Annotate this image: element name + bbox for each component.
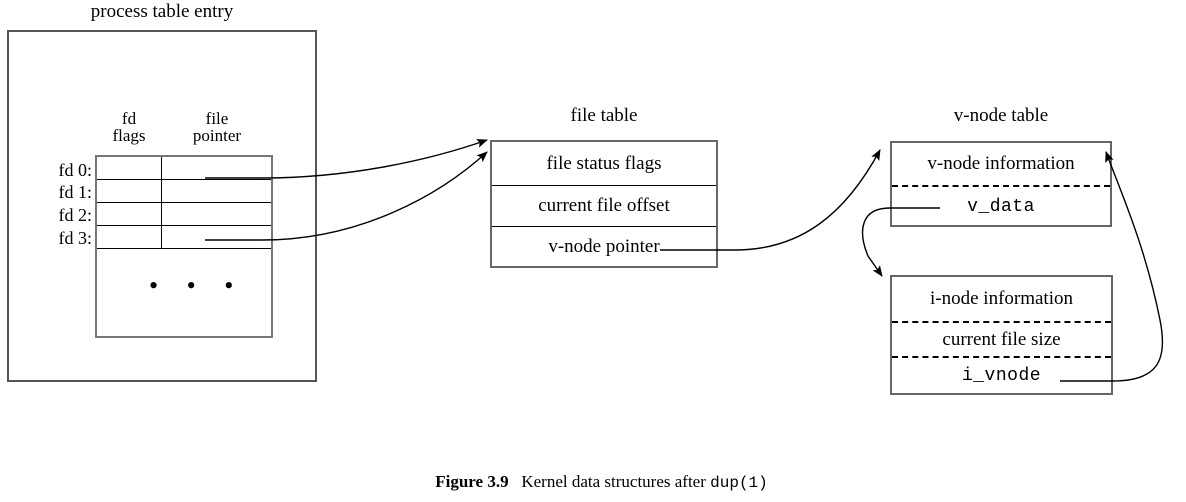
vnode-row-information: v-node information	[927, 153, 1075, 174]
file-table-title: file table	[570, 105, 638, 126]
process-table-title: process table entry	[90, 1, 234, 22]
caption-code: dup(1)	[710, 474, 768, 492]
file-table-row-current-offset: current file offset	[492, 185, 716, 226]
fd-column-divider	[161, 157, 162, 249]
fd-label-0: fd 0:	[58, 160, 93, 180]
fd-row-2	[97, 203, 271, 226]
file-descriptor-table: • • •	[95, 155, 273, 338]
fd-label-2: fd 2:	[58, 205, 93, 225]
figure-caption: Figure 3.9 Kernel data structures after …	[0, 452, 1186, 502]
caption-text: Kernel data structures after	[521, 472, 711, 491]
fd-label-3: fd 3:	[58, 228, 93, 248]
fd-row-1	[97, 180, 271, 203]
fd-row-0	[97, 157, 271, 180]
fd-table-ellipsis: • • •	[149, 271, 245, 300]
file-table-row-status-flags: file status flags	[546, 152, 662, 174]
caption-gap	[509, 472, 522, 491]
caption-number: Figure 3.9	[435, 472, 509, 491]
inode-row-i-vnode: i_vnode	[892, 356, 1111, 393]
inode-row-information: i-node information	[930, 288, 1073, 309]
fd-label-1: fd 1:	[58, 182, 93, 202]
fd-row-3	[97, 226, 271, 249]
file-table-box: file status flags current file offset v-…	[490, 140, 718, 268]
vnode-row-v-data: v_data	[892, 185, 1110, 227]
file-table-row-vnode-pointer: v-node pointer	[492, 226, 716, 266]
vnode-table-box: v-node information v_data	[890, 141, 1112, 227]
inode-box: i-node information current file size i_v…	[890, 275, 1113, 395]
vnode-table-title: v-node table	[953, 105, 1049, 126]
inode-row-current-file-size: current file size	[892, 321, 1111, 356]
